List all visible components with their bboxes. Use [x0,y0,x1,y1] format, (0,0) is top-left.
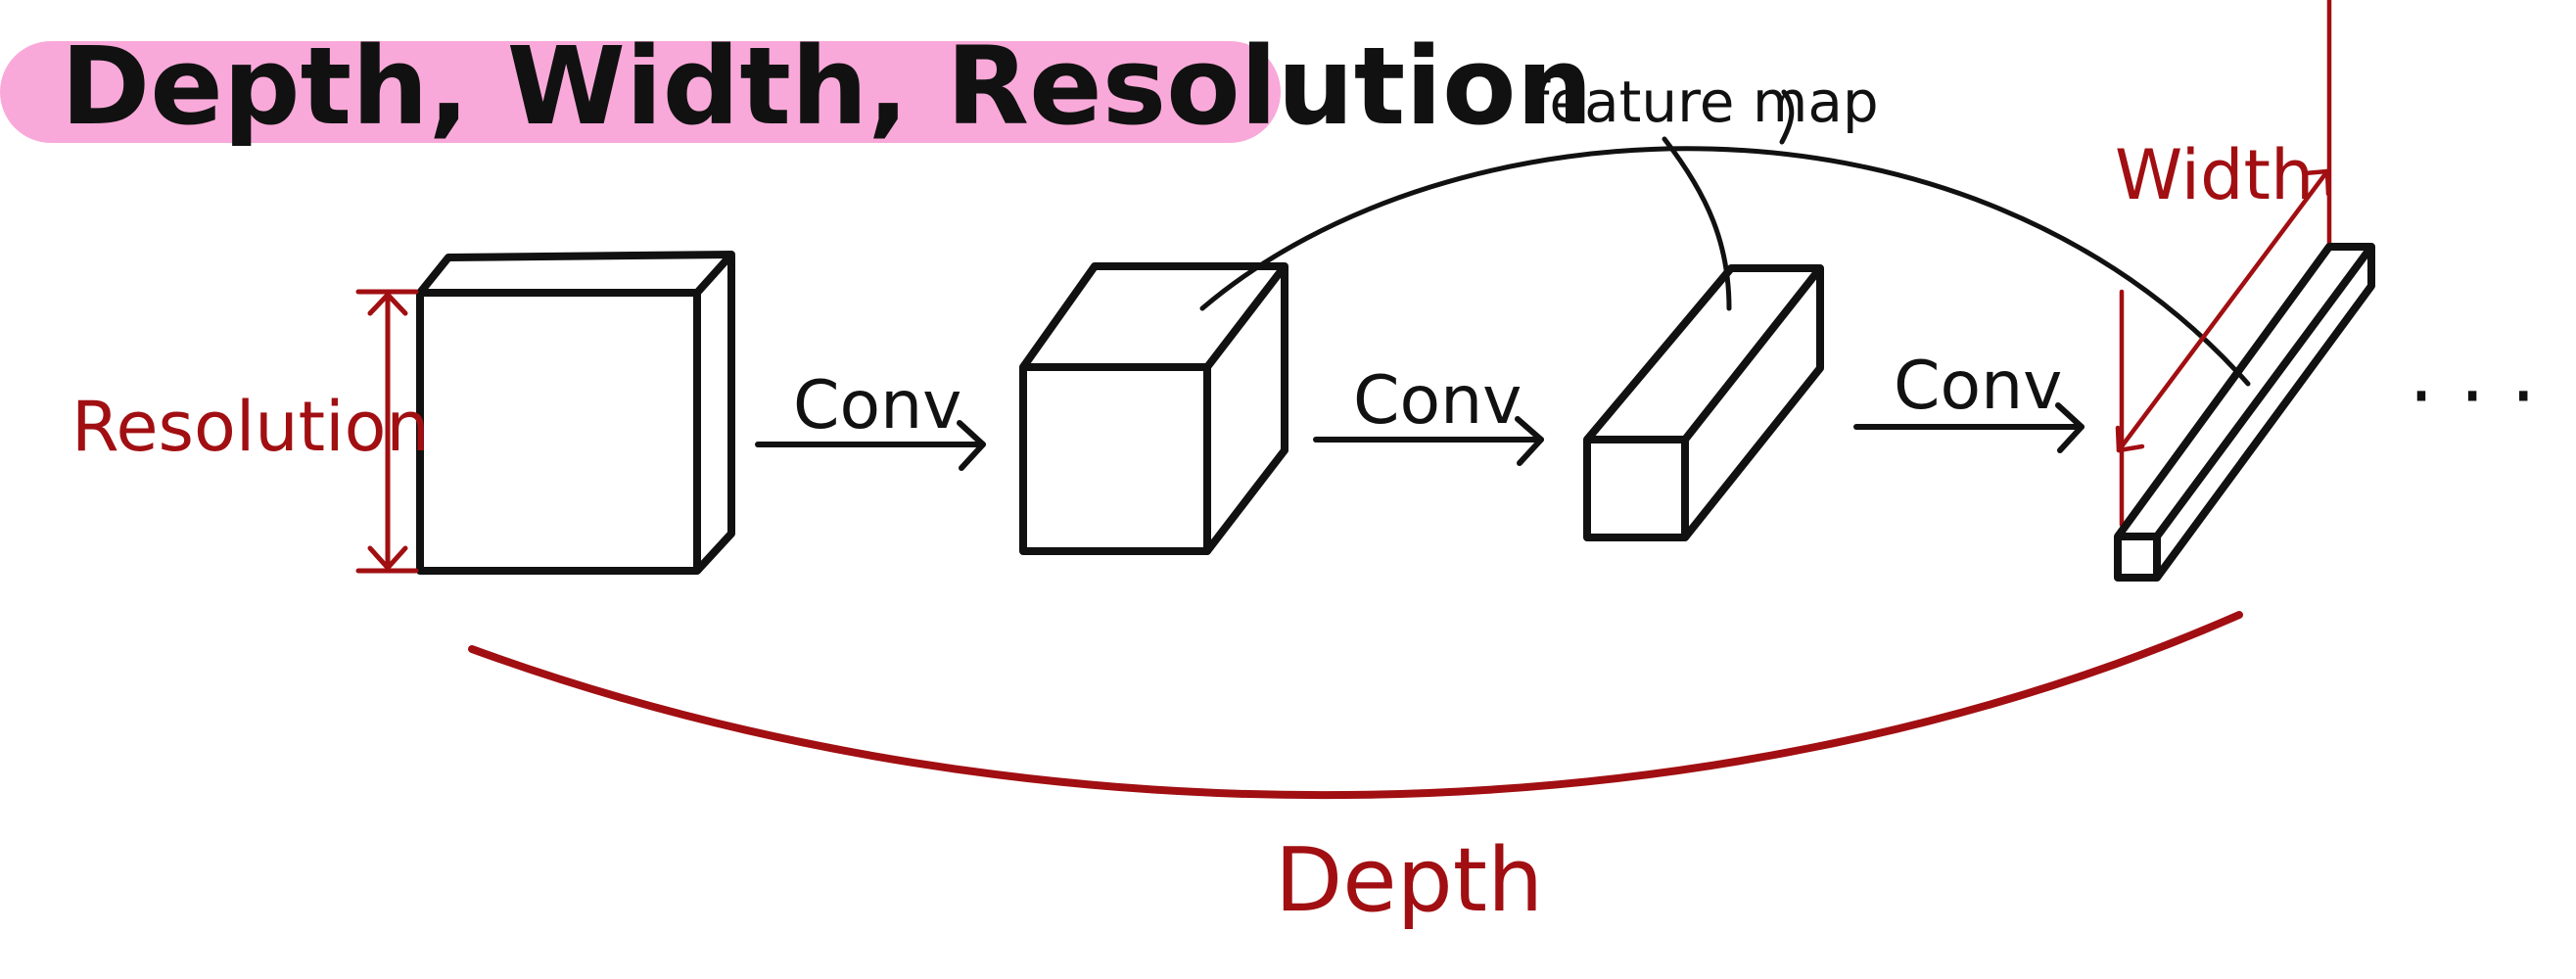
depth-arc [468,611,2243,800]
feature-map-label-tail [1779,89,1795,145]
feature-map-block-1 [416,251,735,575]
feature-map-pointer [1662,136,1732,311]
conv-label-2: Conv [1353,362,1522,440]
width-label: Width [2115,135,2314,215]
conv-arrow-2 [1313,416,1544,466]
width-dimension [2115,0,2332,528]
feature-map-block-3 [1583,264,1824,541]
conv-label-1: Conv [793,367,961,444]
feature-map-block-4 [2114,243,2375,582]
title-highlight [0,41,1281,143]
diagram-title: Depth, Width, Resolution [61,23,1593,149]
feature-map-block-2 [1019,262,1288,555]
continuation-ellipsis: · · · [2409,350,2536,443]
conv-arrow-1 [755,420,986,471]
feature-map-arc [1199,146,2251,387]
conv-arrow-3 [1853,402,2084,453]
conv-label-3: Conv [1894,348,2062,425]
resolution-label: Resolution [71,387,430,467]
feature-map-label: feature map [1529,69,1879,135]
depth-label: Depth [1275,829,1543,932]
resolution-dimension [355,289,419,574]
